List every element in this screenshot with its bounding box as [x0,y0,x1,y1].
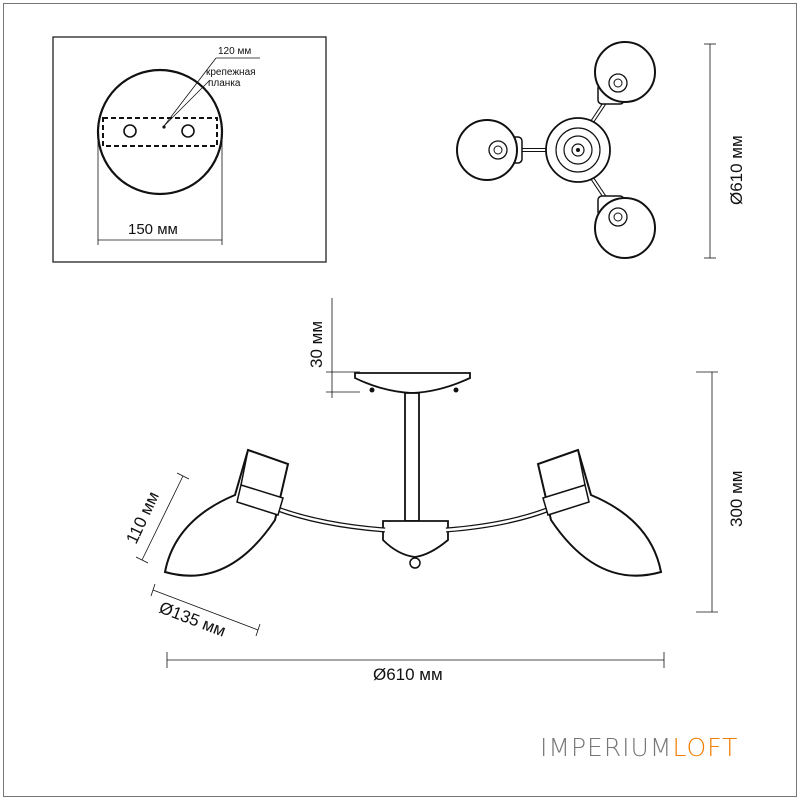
plate-label-line1: крепежная [206,67,256,78]
top-diameter-label: Ø610 мм [727,135,746,205]
total-height-label: 300 мм [727,471,746,527]
hub [382,520,449,558]
brand-name-accent: LOFT [672,733,739,762]
brand-logo: IMPERIUMLOFT [540,733,738,762]
plate-label-line2: планка [208,78,241,89]
mounting-bar [102,117,218,147]
plate-length-label: 120 мм [218,46,251,57]
top-shade-lower [594,195,656,259]
side-view: 30 мм 110 мм [122,298,746,684]
overall-width-label: Ø610 мм [373,665,443,684]
screw-hole-right [181,124,195,138]
brand-name-main: IMPERIUM [540,733,673,762]
shade-height-label: 110 мм [122,489,163,547]
top-view: Ø610 мм [456,41,746,259]
base-plate-circle [96,68,224,196]
arm-right [445,505,553,533]
drawing-frame [3,3,797,797]
top-shade-left [456,119,523,181]
shade-diameter-label: Ø135 мм [157,598,229,641]
base-diameter-label: 150 мм [128,221,178,238]
arm-left [274,505,386,533]
mount-detail: 120 мм крепежная планка 150 мм [52,36,327,263]
stem [404,392,420,522]
canopy-height-label: 30 мм [307,321,326,368]
side-shade-left [163,448,290,577]
screw-hole-left [123,124,137,138]
top-shade-upper [594,41,656,105]
side-shade-right [536,448,663,577]
